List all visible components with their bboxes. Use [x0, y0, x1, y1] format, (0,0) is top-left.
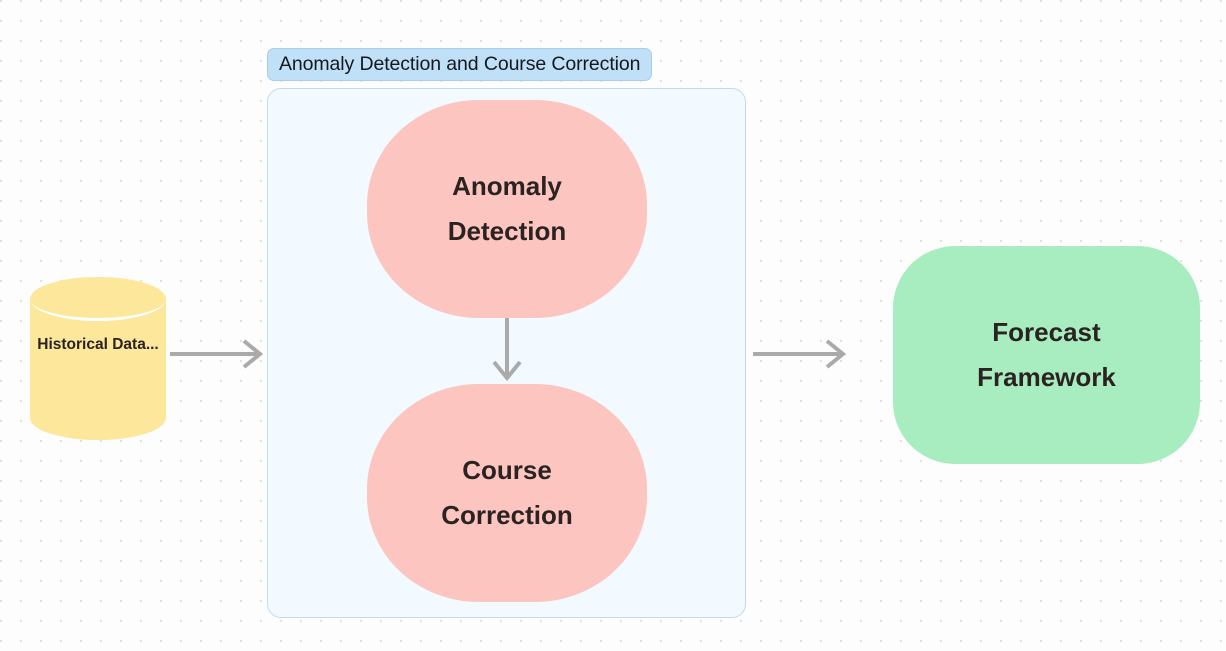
label-line-2: Detection	[447, 216, 567, 246]
node-historical-data-label: Historical Data...	[30, 329, 166, 360]
arrow-anomaly-to-course	[492, 318, 522, 382]
cylinder-body	[30, 299, 166, 440]
label-line-1: Anomaly	[452, 171, 562, 202]
cylinder-top-ellipse	[30, 277, 166, 321]
label-line-1: Historical	[37, 336, 108, 353]
label-line-2: Data...	[112, 336, 159, 353]
label-line-1: Forecast	[992, 317, 1101, 348]
arrow-group-to-forecast	[753, 339, 847, 369]
group-label-anomaly-detection-and-course-correction[interactable]: Anomaly Detection and Course Correction	[267, 48, 653, 81]
node-course-correction[interactable]: Course Correction	[367, 384, 647, 602]
node-historical-data[interactable]: Historical Data...	[30, 277, 166, 440]
label-line-2: Correction	[441, 500, 573, 530]
arrow-historical-to-group	[170, 339, 264, 369]
node-forecast-framework[interactable]: Forecast Framework	[893, 246, 1200, 464]
label-line-2: Framework	[977, 362, 1116, 392]
node-anomaly-detection[interactable]: Anomaly Detection	[367, 100, 647, 318]
label-line-1: Course	[462, 455, 552, 486]
